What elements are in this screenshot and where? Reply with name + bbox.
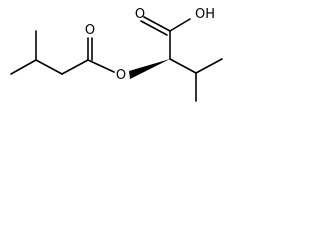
ester-carbonyl-oxygen-label: O	[85, 23, 95, 38]
molecule-drawing: O O OH O	[10, 7, 223, 102]
bond-carboxyl-oxygen-b	[140, 20, 168, 36]
bond-carbonyl-ester-oxygen	[87, 59, 115, 73]
structure-canvas: O O OH O	[0, 0, 248, 131]
bond-carboxyl-hydroxyl	[169, 18, 191, 32]
bond-ch2-carbonyl	[61, 59, 89, 75]
wedge-bond	[129, 59, 170, 79]
bond-alpha-isopropyl	[169, 58, 197, 74]
hydroxyl-label: OH	[195, 7, 215, 22]
bond-methyl-left	[10, 59, 37, 75]
bond-isopropyl-methyl-right	[195, 58, 223, 74]
ester-oxygen-label: O	[116, 68, 126, 83]
bond-carboxyl-oxygen-a	[143, 16, 171, 32]
acid-oxygen-label: O	[135, 7, 145, 22]
bond-branch-ch2	[35, 59, 63, 75]
